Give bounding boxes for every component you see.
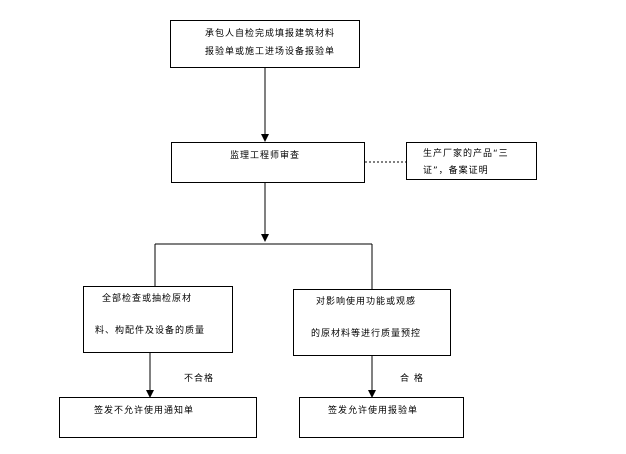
node-text: 监理工程师审查 — [230, 151, 301, 161]
node-text-line-1: 承包人自检完成填报建筑材料 — [205, 29, 336, 39]
node-issue-approval-form: 签发允许使用报验单 — [299, 397, 464, 438]
node-text-line-2: 的原材料等进行质量预控 — [311, 329, 422, 339]
node-text-line-1: 全部检查或抽检原材 — [102, 294, 193, 304]
node-full-inspection: 全部检查或抽检原材 料、构配件及设备的质量 — [83, 286, 233, 353]
node-text-line-2: 料、构配件及设备的质量 — [95, 326, 206, 336]
node-submit-inspection-forms: 承包人自检完成填报建筑材料 报验单或施工进场设备报验单 — [170, 20, 360, 68]
node-text-line-2: 证”，备案证明 — [423, 166, 489, 176]
node-issue-prohibition-notice: 签发不允许使用通知单 — [59, 397, 257, 438]
node-engineer-review: 监理工程师审查 — [171, 142, 365, 183]
node-text: 签发允许使用报验单 — [328, 406, 419, 416]
node-text: 签发不允许使用通知单 — [94, 406, 195, 416]
node-text-line-2: 报验单或施工进场设备报验单 — [205, 47, 336, 57]
edge-label-pass: 合 格 — [400, 374, 424, 384]
node-text-line-1: 生产厂家的产品“三 — [423, 149, 509, 159]
node-manufacturer-certificates: 生产厂家的产品“三 证”，备案证明 — [406, 142, 537, 180]
node-quality-precontrol: 对影响使用功能或观感 的原材料等进行质量预控 — [293, 289, 451, 356]
node-text-line-1: 对影响使用功能或观感 — [316, 297, 417, 307]
edge-label-fail: 不合格 — [184, 374, 215, 384]
